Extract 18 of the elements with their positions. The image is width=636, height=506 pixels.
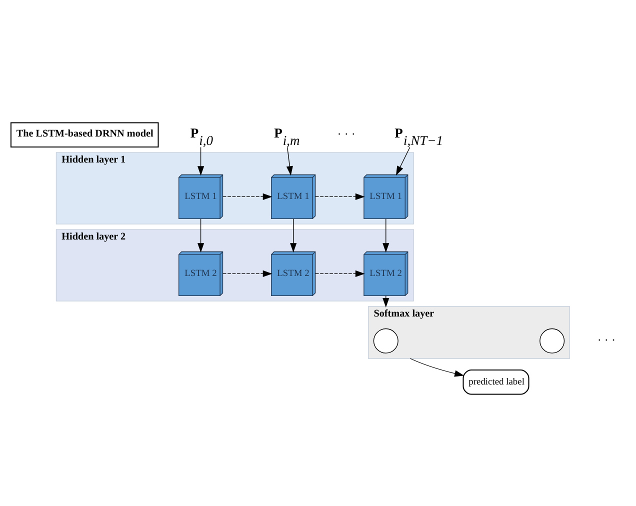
arrow	[290, 218, 297, 253]
arrow	[315, 270, 365, 278]
arrow	[410, 358, 464, 377]
node-circle	[540, 328, 565, 354]
arrow	[222, 193, 272, 200]
arrow	[382, 218, 390, 253]
arrow	[197, 218, 204, 253]
arrow	[222, 270, 272, 278]
label: The LSTM-based DRNN model	[16, 128, 154, 140]
node-circle	[373, 328, 398, 354]
arrow	[286, 146, 293, 176]
label: · · ·	[597, 332, 616, 347]
label: · · ·	[337, 126, 356, 141]
arrow	[197, 146, 204, 176]
cluster: Softmax layer	[368, 306, 570, 359]
arrow	[396, 146, 410, 176]
arrow	[315, 193, 365, 200]
node-box: predicted label	[462, 369, 530, 395]
